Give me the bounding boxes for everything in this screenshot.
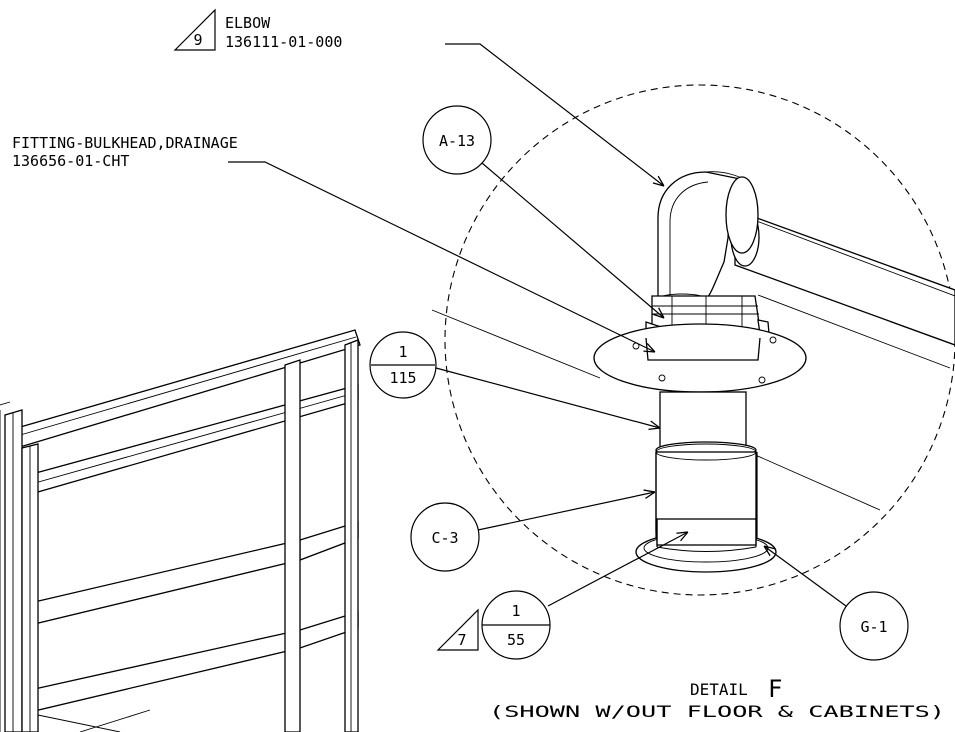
detail-letter: F <box>768 675 782 703</box>
callout-ref-115: 1 115 <box>369 331 660 428</box>
ref-115-bottom: 115 <box>389 369 416 387</box>
c3-label: C-3 <box>431 529 458 547</box>
callout-fitting: FITTING-BULKHEAD,DRAINAGE 136656-01-CHT <box>12 134 655 352</box>
detail-note: (SHOWN W/OUT FLOOR & CABINETS) <box>489 702 945 721</box>
ref-115-top: 1 <box>398 343 407 361</box>
ref-55-leader <box>547 532 688 607</box>
c3-leader <box>477 492 655 531</box>
drain-pipe <box>635 391 777 573</box>
ref-115-leader <box>435 367 660 428</box>
revision-triangle-7 <box>436 608 479 651</box>
detail-title-prefix: DETAIL <box>690 680 748 699</box>
elbow-part-number: 136111-01-000 <box>225 33 342 51</box>
elbow-label: ELBOW <box>225 14 271 32</box>
a13-leader <box>481 162 664 318</box>
fitting-part-number: 136656-01-CHT <box>12 152 129 170</box>
cabinet-frame <box>0 329 361 732</box>
ref-55-bottom: 55 <box>507 631 525 649</box>
fitting-leader <box>228 161 655 352</box>
background-structure-lines <box>431 294 951 511</box>
flange-plate <box>593 323 807 393</box>
callout-g1: G-1 <box>764 546 909 661</box>
a13-label: A-13 <box>439 132 475 150</box>
callout-elbow: 9 ELBOW 136111-01-000 <box>173 8 664 186</box>
callout-c3: C-3 <box>410 492 655 572</box>
detail-boundary-circle <box>444 84 955 596</box>
detail-title: DETAIL F (SHOWN W/OUT FLOOR & CABINETS) <box>489 675 945 721</box>
g1-label: G-1 <box>860 618 887 636</box>
g1-leader <box>764 546 847 607</box>
elbow-leader <box>445 43 664 186</box>
revision-marker-9: 9 <box>193 31 202 49</box>
elbow <box>655 171 759 307</box>
ref-55-top: 1 <box>511 602 520 620</box>
callout-a13: A-13 <box>422 105 664 318</box>
revision-marker-7: 7 <box>457 631 466 649</box>
revision-triangle-9 <box>173 8 216 51</box>
fitting-label: FITTING-BULKHEAD,DRAINAGE <box>12 134 238 152</box>
callout-ref-55: 7 1 55 <box>436 532 688 660</box>
